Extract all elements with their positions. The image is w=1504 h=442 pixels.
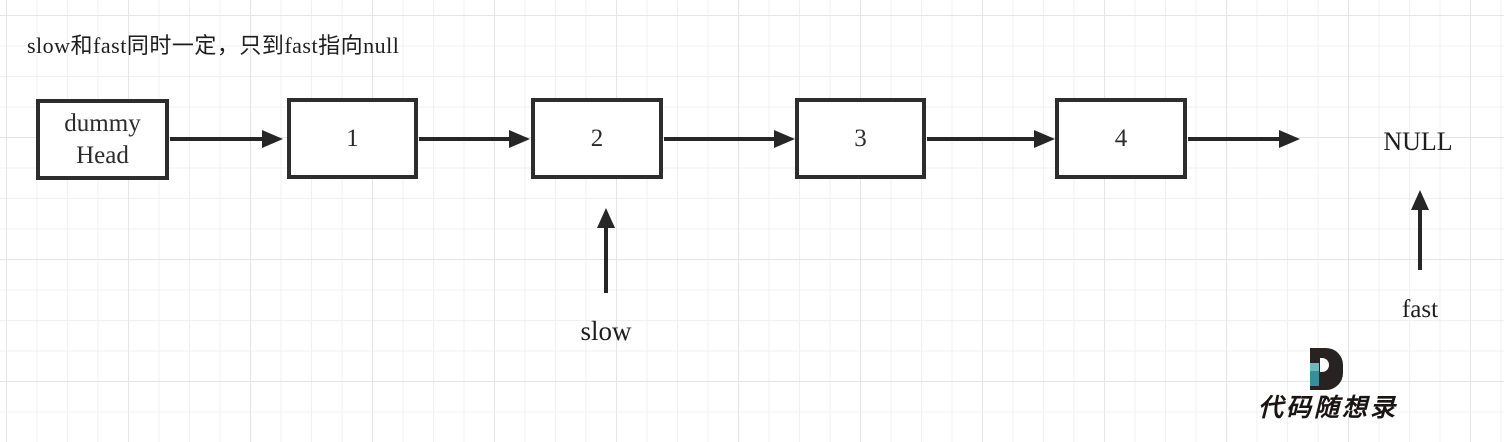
node-label: 4: [1114, 124, 1128, 152]
diagram-title: slow和fast同时一定，只到fast指向null: [27, 33, 400, 58]
null-label: NULL: [1383, 127, 1453, 156]
node-2: 2: [531, 98, 663, 179]
node-3: 3: [795, 98, 926, 179]
fast-pointer-up-arrow-icon: [1418, 210, 1422, 270]
logo-d-teal-light-accent: [1310, 363, 1319, 371]
arrow-4-to-null-icon: [1188, 137, 1279, 141]
node-label: 3: [854, 124, 867, 152]
logo-d-teal-accent: [1310, 363, 1319, 386]
node-4: 4: [1055, 98, 1187, 179]
node-1: 1: [287, 98, 418, 179]
logo-d-icon: [1310, 348, 1343, 390]
slow-pointer-up-arrow-icon: [604, 228, 608, 293]
fast-pointer-label: fast: [1401, 296, 1439, 323]
arrow-dummy-to-1-icon: [170, 137, 262, 141]
node-label: 1: [346, 124, 359, 152]
node-label: 2: [590, 124, 604, 152]
arrow-1-to-2-icon: [419, 137, 509, 141]
arrow-3-to-4-icon: [927, 137, 1034, 141]
arrow-2-to-3-icon: [664, 137, 774, 141]
node-label: dummy Head: [64, 110, 141, 169]
slow-pointer-label: slow: [580, 316, 632, 346]
node-dummy-head: dummy Head: [36, 99, 169, 180]
logo-brand-text: 代码随想录: [1258, 395, 1399, 422]
logo-d-hole: [1320, 358, 1329, 372]
